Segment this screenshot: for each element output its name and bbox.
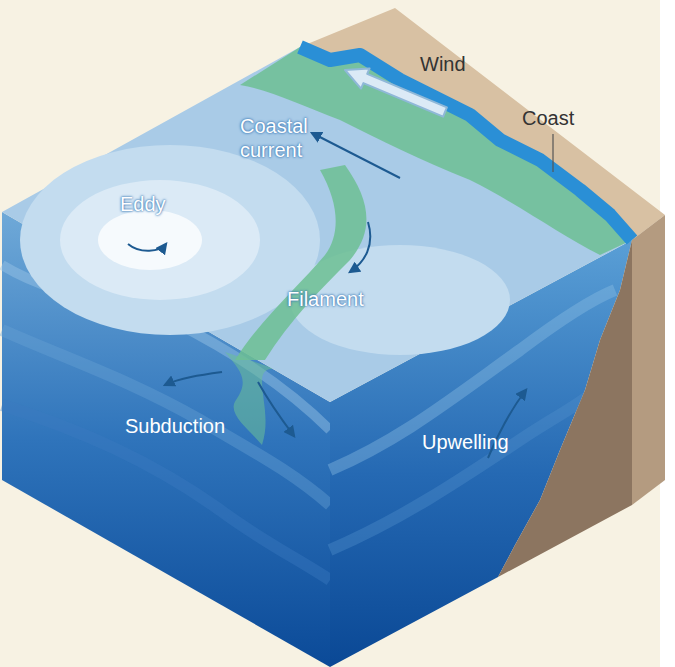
eddy-middle xyxy=(60,180,260,300)
wind-label: Wind xyxy=(420,52,466,76)
subduction-label: Subduction xyxy=(125,414,225,438)
eddy-label: Eddy xyxy=(120,192,166,216)
subduction-arrow xyxy=(165,372,222,385)
background xyxy=(0,0,660,667)
eddy-core xyxy=(98,210,202,270)
filament-label: Filament xyxy=(287,287,364,311)
water-layer xyxy=(2,405,330,580)
eddy-outer xyxy=(20,145,320,335)
eddy-rotation-arrow xyxy=(128,244,166,251)
subduction-arrow xyxy=(258,382,294,436)
leader-line xyxy=(552,134,553,172)
filament-water xyxy=(235,165,366,360)
coast-label: Coast xyxy=(522,106,574,130)
ocean-surface xyxy=(2,47,632,402)
current-label: Coastal current xyxy=(240,114,320,162)
upwelling-label: Upwelling xyxy=(422,430,509,454)
wind-arrow xyxy=(345,68,447,116)
current-arrow xyxy=(312,133,400,178)
filament-arrow xyxy=(350,222,370,272)
land-side xyxy=(632,215,665,505)
